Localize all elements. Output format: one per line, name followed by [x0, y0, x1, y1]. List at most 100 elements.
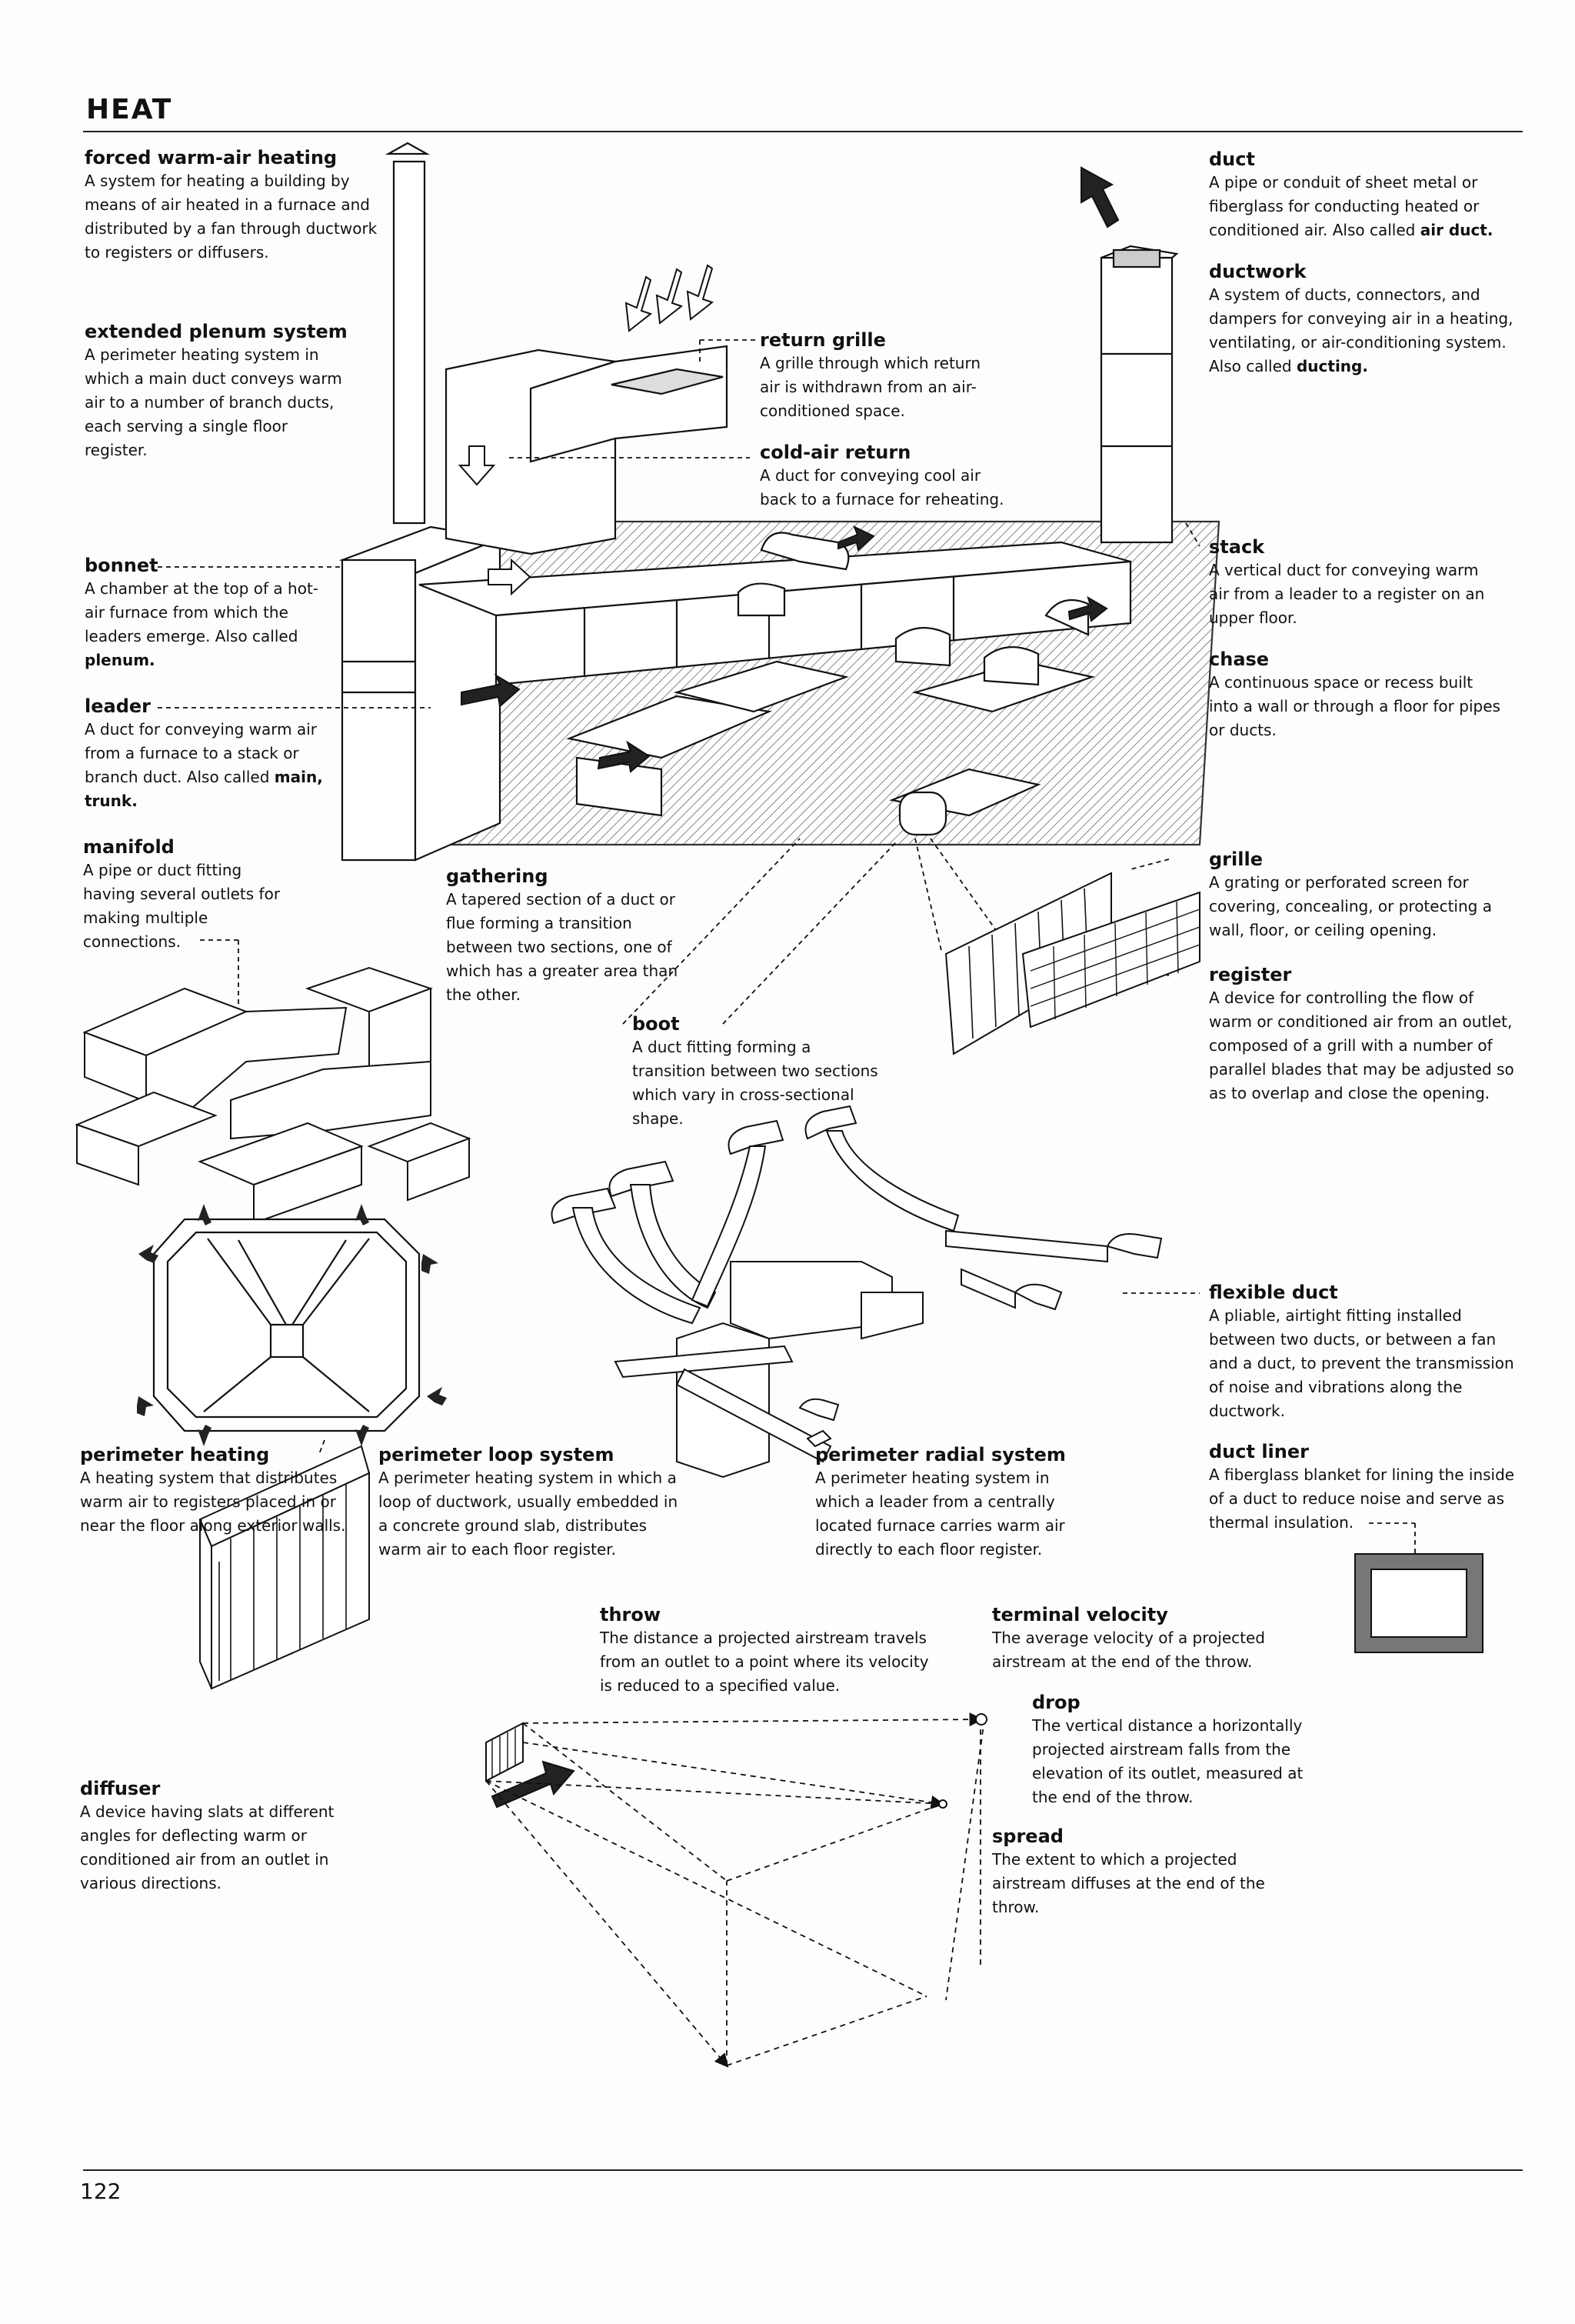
duct-liner-drawing [1354, 1553, 1483, 1653]
section-title: HEAT [86, 94, 173, 125]
def-stack: A vertical duct for conveying warm air f… [1209, 561, 1485, 627]
term-register: register [1209, 964, 1292, 985]
header-rule [83, 131, 1523, 132]
entry-throw: throw The distance a projected airstream… [600, 1603, 938, 1698]
term-return-grille: return grille [760, 329, 886, 351]
entry-extended-plenum-system: extended plenum system A perimeter heati… [85, 320, 350, 462]
entry-duct: duct A pipe or conduit of sheet metal or… [1209, 148, 1517, 242]
term-chase: chase [1209, 649, 1270, 670]
def-register: A device for controlling the flow of war… [1209, 989, 1514, 1102]
branch-ducts [566, 660, 1096, 836]
def-spread: The extent to which a projected airstrea… [992, 1850, 1265, 1916]
def-perimeter-loop-system: A perimeter heating system in which a lo… [378, 1469, 678, 1559]
def-perimeter-heating: A heating system that distributes warm a… [80, 1469, 346, 1535]
term-perimeter-heating: perimeter heating [80, 1444, 270, 1465]
term-perimeter-radial-system: perimeter radial system [815, 1444, 1066, 1465]
entry-perimeter-heating: perimeter heating A heating system that … [80, 1443, 353, 1538]
entry-diffuser: diffuser A device having slats at differ… [80, 1777, 341, 1896]
def-gathering: A tapered section of a duct or flue form… [446, 890, 678, 1004]
def-leader: A duct for conveying warm air from a fur… [85, 720, 323, 810]
term-perimeter-loop-system: perimeter loop system [378, 1444, 614, 1465]
entry-spread: spread The extent to which a projected a… [992, 1825, 1284, 1919]
def-drop: The vertical distance a horizontally pro… [1032, 1716, 1304, 1806]
def-boot: A duct fitting forming a transition betw… [632, 1038, 878, 1128]
entry-chase: chase A continuous space or recess built… [1209, 648, 1501, 742]
def-cold-air-return: A duct for conveying cool air back to a … [760, 466, 1004, 508]
entry-cold-air-return: cold-air return A duct for conveying coo… [760, 441, 1006, 512]
term-diffuser: diffuser [80, 1778, 161, 1799]
def-duct: A pipe or conduit of sheet metal or fibe… [1209, 173, 1493, 239]
entry-flexible-duct: flexible duct A pliable, airtight fittin… [1209, 1281, 1517, 1423]
diffuser-drawing [198, 1445, 371, 1690]
def-perimeter-radial-system: A perimeter heating system in which a le… [815, 1469, 1065, 1559]
perimeter-loop-drawing [137, 1204, 447, 1446]
entry-bonnet: bonnet A chamber at the top of a hot-air… [85, 554, 335, 672]
entry-manifold: manifold A pipe or duct fitting having s… [83, 835, 291, 954]
term-duct: duct [1209, 148, 1255, 170]
entry-duct-liner: duct liner A fiberglass blanket for lini… [1209, 1440, 1517, 1535]
term-leader: leader [85, 695, 151, 717]
grille-register-drawing [944, 872, 1200, 1055]
entry-boot: boot A duct fitting forming a transition… [632, 1012, 886, 1131]
page-number: 122 [80, 2179, 122, 2204]
def-bonnet: A chamber at the top of a hot-air furnac… [85, 579, 319, 669]
aka-plenum: plenum. [85, 651, 155, 669]
term-duct-liner: duct liner [1209, 1441, 1309, 1462]
def-forced-warm-air-heating: A system for heating a building by means… [85, 172, 378, 262]
def-extended-plenum-system: A perimeter heating system in which a ma… [85, 345, 342, 459]
throw-diagram [485, 1712, 987, 2068]
term-gathering: gathering [446, 865, 548, 887]
aka-air-duct: air duct. [1420, 221, 1493, 239]
stack-duct [1100, 245, 1179, 544]
manifold-drawing [75, 966, 471, 1225]
entry-grille: grille A grating or perforated screen fo… [1209, 848, 1517, 942]
def-chase: A continuous space or recess built into … [1209, 673, 1500, 739]
main-trunk-duct [418, 541, 1132, 686]
def-grille: A grating or perforated screen for cover… [1209, 873, 1492, 939]
def-manifold: A pipe or duct fitting having several ou… [83, 861, 281, 951]
def-throw: The distance a projected airstream trave… [600, 1629, 929, 1695]
term-bonnet: bonnet [85, 555, 158, 576]
entry-drop: drop The vertical distance a horizontall… [1032, 1691, 1317, 1809]
term-boot: boot [632, 1013, 680, 1035]
term-stack: stack [1209, 536, 1265, 558]
term-spread: spread [992, 1826, 1064, 1847]
def-flexible-duct: A pliable, airtight fitting installed be… [1209, 1306, 1514, 1420]
register-arrows [137, 1204, 447, 1446]
def-return-grille: A grille through which return air is wit… [760, 354, 981, 420]
def-ductwork: A system of ducts, connectors, and dampe… [1209, 285, 1513, 375]
term-ductwork: ductwork [1209, 261, 1307, 282]
term-terminal-velocity: terminal velocity [992, 1604, 1168, 1625]
entry-return-grille: return grille A grille through which ret… [760, 328, 991, 423]
chimney-flue [385, 142, 431, 525]
aka-ducting: ducting. [1296, 357, 1368, 375]
entry-gathering: gathering A tapered section of a duct or… [446, 865, 700, 1007]
boot-fittings [737, 532, 1090, 686]
term-flexible-duct: flexible duct [1209, 1282, 1338, 1303]
term-manifold: manifold [83, 836, 175, 858]
entry-terminal-velocity: terminal velocity The average velocity o… [992, 1603, 1277, 1674]
term-forced-warm-air-heating: forced warm-air heating [85, 147, 338, 168]
def-duct-liner: A fiberglass blanket for lining the insi… [1209, 1465, 1515, 1532]
term-extended-plenum-system: extended plenum system [85, 321, 348, 342]
term-throw: throw [600, 1604, 661, 1625]
aka-main-trunk: main, trunk. [85, 768, 323, 810]
term-cold-air-return: cold-air return [760, 442, 911, 463]
entry-perimeter-radial-system: perimeter radial system A perimeter heat… [815, 1443, 1077, 1562]
entry-leader: leader A duct for conveying warm air fro… [85, 695, 335, 813]
entry-forced-warm-air-heating: forced warm-air heating A system for hea… [85, 146, 381, 265]
entry-stack: stack A vertical duct for conveying warm… [1209, 535, 1501, 630]
term-grille: grille [1209, 849, 1263, 870]
entry-register: register A device for controlling the fl… [1209, 963, 1517, 1105]
def-diffuser: A device having slats at different angle… [80, 1802, 335, 1892]
footer-rule [83, 2169, 1523, 2171]
perimeter-radial-drawing [551, 1105, 1163, 1479]
cold-air-return-duct [445, 345, 728, 555]
forced-air-system-diagram [338, 142, 1220, 862]
entry-perimeter-loop-system: perimeter loop system A perimeter heatin… [378, 1443, 686, 1562]
entry-ductwork: ductwork A system of ducts, connectors, … [1209, 260, 1517, 378]
term-drop: drop [1032, 1692, 1081, 1713]
airflow-arrows [458, 166, 1120, 773]
